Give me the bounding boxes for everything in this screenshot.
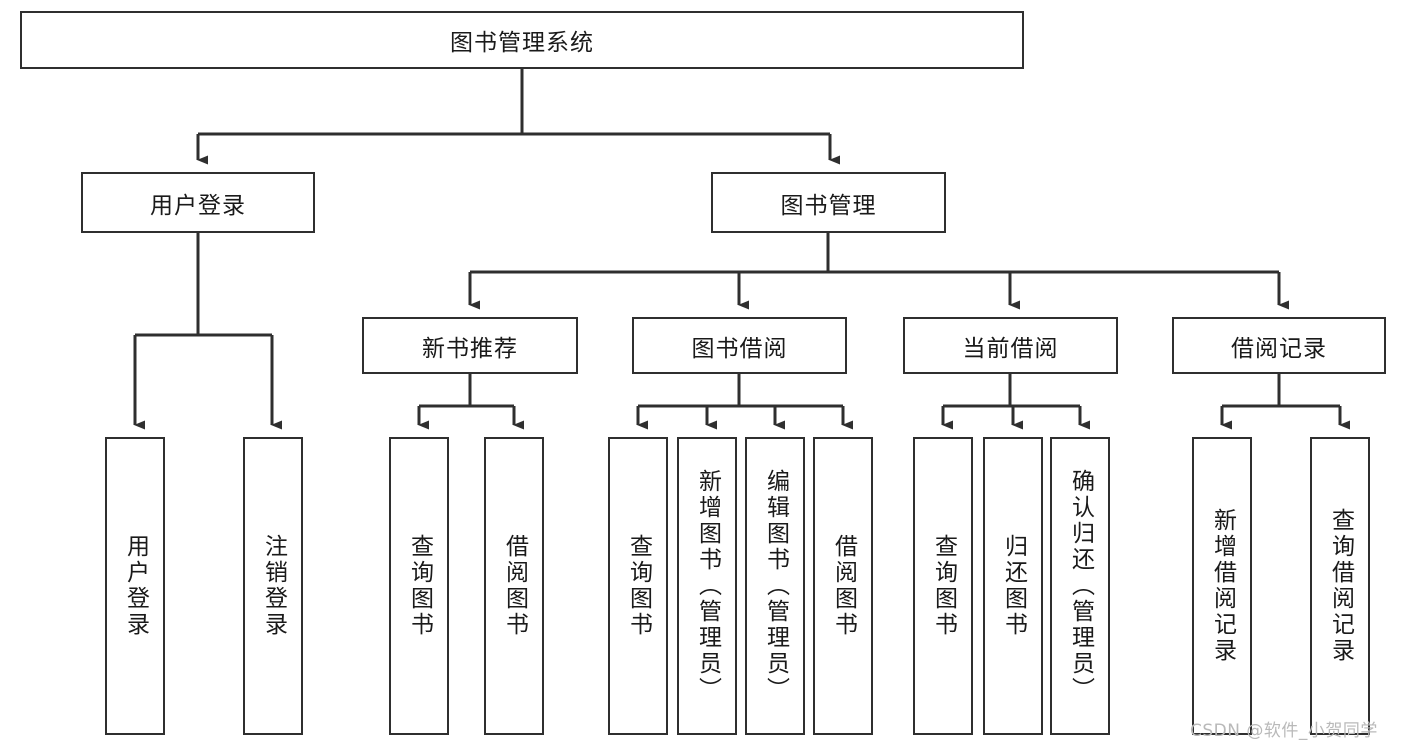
node-user-login-label: 用户登录 xyxy=(150,192,246,219)
node-new-book-recommend[interactable]: 新书推荐 xyxy=(362,317,578,374)
node-leaf-borrow-book-label: 借阅图书 xyxy=(830,534,857,638)
node-book-borrow[interactable]: 图书借阅 xyxy=(632,317,847,374)
node-leaf-query-book-cur-label: 查询图书 xyxy=(930,534,957,638)
node-leaf-confirm-return[interactable]: 确认归还（管理员） xyxy=(1050,437,1110,735)
node-borrow-record[interactable]: 借阅记录 xyxy=(1172,317,1386,374)
node-leaf-confirm-return-label: 确认归还（管理员） xyxy=(1067,469,1094,703)
node-leaf-borrow-book-rec-label: 借阅图书 xyxy=(501,534,528,638)
node-book-manage[interactable]: 图书管理 xyxy=(711,172,946,233)
node-leaf-borrow-book[interactable]: 借阅图书 xyxy=(813,437,873,735)
node-new-book-recommend-label: 新书推荐 xyxy=(422,335,518,362)
node-leaf-query-book-cur[interactable]: 查询图书 xyxy=(913,437,973,735)
node-leaf-query-book-rec[interactable]: 查询图书 xyxy=(389,437,449,735)
node-leaf-query-borrow-record-label: 查询借阅记录 xyxy=(1327,508,1354,664)
node-user-login[interactable]: 用户登录 xyxy=(81,172,315,233)
node-leaf-user-logout-label: 注销登录 xyxy=(260,534,287,638)
node-leaf-add-borrow-record[interactable]: 新增借阅记录 xyxy=(1192,437,1252,735)
node-leaf-return-book[interactable]: 归还图书 xyxy=(983,437,1043,735)
node-leaf-edit-book-label: 编辑图书（管理员） xyxy=(762,469,789,703)
csdn-watermark: CSDN @软件_小贺同学 xyxy=(1190,721,1378,741)
node-leaf-user-login-label: 用户登录 xyxy=(122,534,149,638)
node-leaf-query-book-borrow[interactable]: 查询图书 xyxy=(608,437,668,735)
node-leaf-add-book[interactable]: 新增图书（管理员） xyxy=(677,437,737,735)
node-root-label: 图书管理系统 xyxy=(450,30,594,56)
node-leaf-add-borrow-record-label: 新增借阅记录 xyxy=(1209,508,1236,664)
node-book-borrow-label: 图书借阅 xyxy=(691,335,788,362)
node-root[interactable]: 图书管理系统 xyxy=(20,11,1024,69)
node-current-borrow[interactable]: 当前借阅 xyxy=(903,317,1118,374)
node-leaf-query-book-borrow-label: 查询图书 xyxy=(625,534,652,638)
node-leaf-return-book-label: 归还图书 xyxy=(1000,534,1027,638)
node-leaf-add-book-label: 新增图书（管理员） xyxy=(694,469,721,703)
node-leaf-user-logout[interactable]: 注销登录 xyxy=(243,437,303,735)
node-leaf-user-login[interactable]: 用户登录 xyxy=(105,437,165,735)
node-borrow-record-label: 借阅记录 xyxy=(1231,335,1327,362)
node-leaf-query-book-rec-label: 查询图书 xyxy=(406,534,433,638)
node-book-manage-label: 图书管理 xyxy=(780,192,877,219)
node-leaf-edit-book[interactable]: 编辑图书（管理员） xyxy=(745,437,805,735)
node-leaf-borrow-book-rec[interactable]: 借阅图书 xyxy=(484,437,544,735)
node-current-borrow-label: 当前借阅 xyxy=(962,335,1059,362)
node-leaf-query-borrow-record[interactable]: 查询借阅记录 xyxy=(1310,437,1370,735)
